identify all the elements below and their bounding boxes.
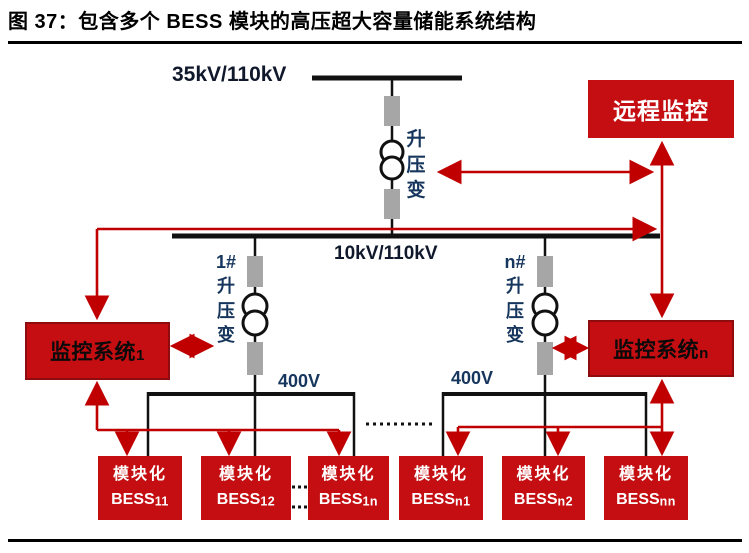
monitor-left-name: 监控系统: [50, 341, 137, 364]
bess-1n-sub: 1n: [362, 494, 379, 509]
bess-1n-line1: 模块化: [321, 466, 376, 484]
left-transformer-icon: [241, 309, 269, 337]
bess-module-box-nn: 模块化 BESSnn: [604, 456, 688, 520]
bess-n2-base: BESS: [513, 491, 558, 508]
monitor-right-name: 监控系统: [613, 338, 700, 362]
bess-module-box-11: 模块化 BESS11: [98, 456, 182, 520]
breaker-main-bottom: [384, 189, 400, 219]
bess-n1-line2: BESSn1: [411, 488, 470, 513]
bess-12-line1: 模块化: [218, 466, 273, 484]
breaker-right-top: [537, 256, 553, 287]
breaker-left-bottom: [247, 342, 263, 375]
bess-module-box-n2: 模块化 BESSn2: [502, 456, 585, 520]
mv-voltage-label: 10kV/110kV: [334, 243, 438, 264]
bess-12-sub: 12: [260, 494, 276, 509]
remote-monitor-label: 远程监控: [613, 98, 709, 124]
lv-voltage-label-right: 400V: [451, 368, 494, 388]
lv-voltage-label-left: 400V: [278, 371, 321, 391]
bess-n2-sub: n2: [557, 494, 574, 509]
bottom-divider: [8, 539, 742, 542]
breaker-main-top: [384, 96, 400, 126]
left-transformer-label: 1#升压变: [215, 252, 237, 345]
monitor-system-right-box: 监控系统n: [588, 320, 734, 377]
right-transformer-icon: [531, 309, 559, 337]
bess-11-line1: 模块化: [112, 466, 167, 484]
bess-nn-line2: BESSnn: [616, 488, 676, 513]
bess-nn-line1: 模块化: [618, 466, 673, 484]
bess-module-box-12: 模块化 BESS12: [201, 456, 291, 520]
bess-n1-base: BESS: [411, 491, 455, 508]
breakers: [247, 96, 553, 375]
bess-11-base: BESS: [111, 491, 155, 508]
transformer-symbols: [241, 139, 559, 337]
figure-title: 图 37：包含多个 BESS 模块的高压超大容量储能系统结构: [8, 11, 537, 33]
monitor-system-left-box: 监控系统1: [25, 322, 170, 380]
main-transformer-icon: [379, 155, 405, 181]
right-transformer-label: n#升压变: [504, 252, 526, 345]
breaker-left-top: [247, 256, 263, 287]
bess-12-line2: BESS12: [217, 488, 275, 513]
main-transformer-label: 升压变: [406, 129, 426, 202]
monitor-right-sub: n: [699, 344, 709, 362]
bess-12-base: BESS: [216, 491, 261, 508]
monitor-system-left-label: 监控系统1: [50, 336, 145, 366]
bess-n1-line1: 模块化: [413, 466, 468, 484]
monitor-system-right-label: 监控系统n: [613, 334, 709, 364]
bess-module-box-1n: 模块化 BESS1n: [308, 456, 389, 520]
bess-n1-sub: n1: [455, 494, 471, 509]
bess-nn-sub: nn: [659, 494, 676, 509]
monitor-left-sub: 1: [136, 347, 145, 365]
hv-voltage-label: 35kV/110kV: [172, 63, 287, 86]
bess-11-sub: 11: [154, 494, 169, 509]
bess-n2-line2: BESSn2: [514, 488, 573, 513]
comm-links: [84, 140, 675, 457]
title-divider: [8, 41, 742, 44]
breaker-right-bottom: [537, 342, 553, 375]
bess-11-line2: BESS11: [111, 488, 169, 513]
bess-n2-line1: 模块化: [516, 466, 571, 484]
bess-nn-base: BESS: [616, 491, 660, 508]
remote-monitor-box: 远程监控: [588, 80, 734, 138]
bess-1n-line2: BESS1n: [319, 488, 378, 513]
bess-1n-base: BESS: [318, 491, 363, 508]
bess-module-box-n1: 模块化 BESSn1: [399, 456, 483, 520]
